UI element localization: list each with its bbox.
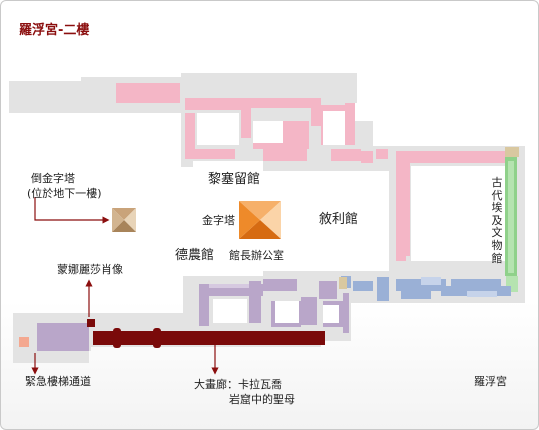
denon-courtyards	[213, 299, 339, 323]
sully-wing-outline	[389, 146, 525, 303]
grand-gallery-label-line2: 岩窟中的聖母	[229, 393, 295, 406]
sully-wing-label: 敘利館	[319, 212, 359, 227]
map-title: 羅浮宮-二樓	[19, 23, 90, 38]
pyramid-icon	[239, 201, 281, 239]
inverted-pyramid-label-line1: 倒金字塔	[31, 172, 75, 185]
louvre-label: 羅浮宮	[474, 375, 507, 388]
grand-gallery-label-line1: 大畫廊：卡拉瓦喬	[194, 378, 282, 391]
richelieu-courtyards	[197, 111, 507, 261]
denon-wing-label: 德農館	[175, 248, 215, 263]
mona-lisa-marker	[87, 319, 95, 327]
egyptian-rooms	[505, 147, 519, 292]
leader-lines	[31, 197, 219, 375]
inverted-pyramid-label-line2: (位於地下一樓)	[27, 187, 102, 200]
inverted-pyramid-icon	[112, 208, 136, 232]
pyramid-label: 金字塔	[202, 214, 235, 227]
directors-office-label: 館長辦公室	[229, 249, 284, 262]
egyptian-antiquities-label: 古代埃及文物館	[491, 176, 503, 265]
richelieu-wing-label: 黎塞留館	[208, 172, 261, 187]
denon-accents	[19, 277, 347, 347]
sully-rooms-light	[421, 277, 497, 297]
mona-lisa-label: 蒙娜麗莎肖像	[57, 263, 123, 276]
grand-gallery	[93, 328, 325, 348]
emergency-stairs-label: 緊急樓梯通道	[25, 375, 91, 388]
inverted-pyramid-leader	[34, 197, 110, 224]
